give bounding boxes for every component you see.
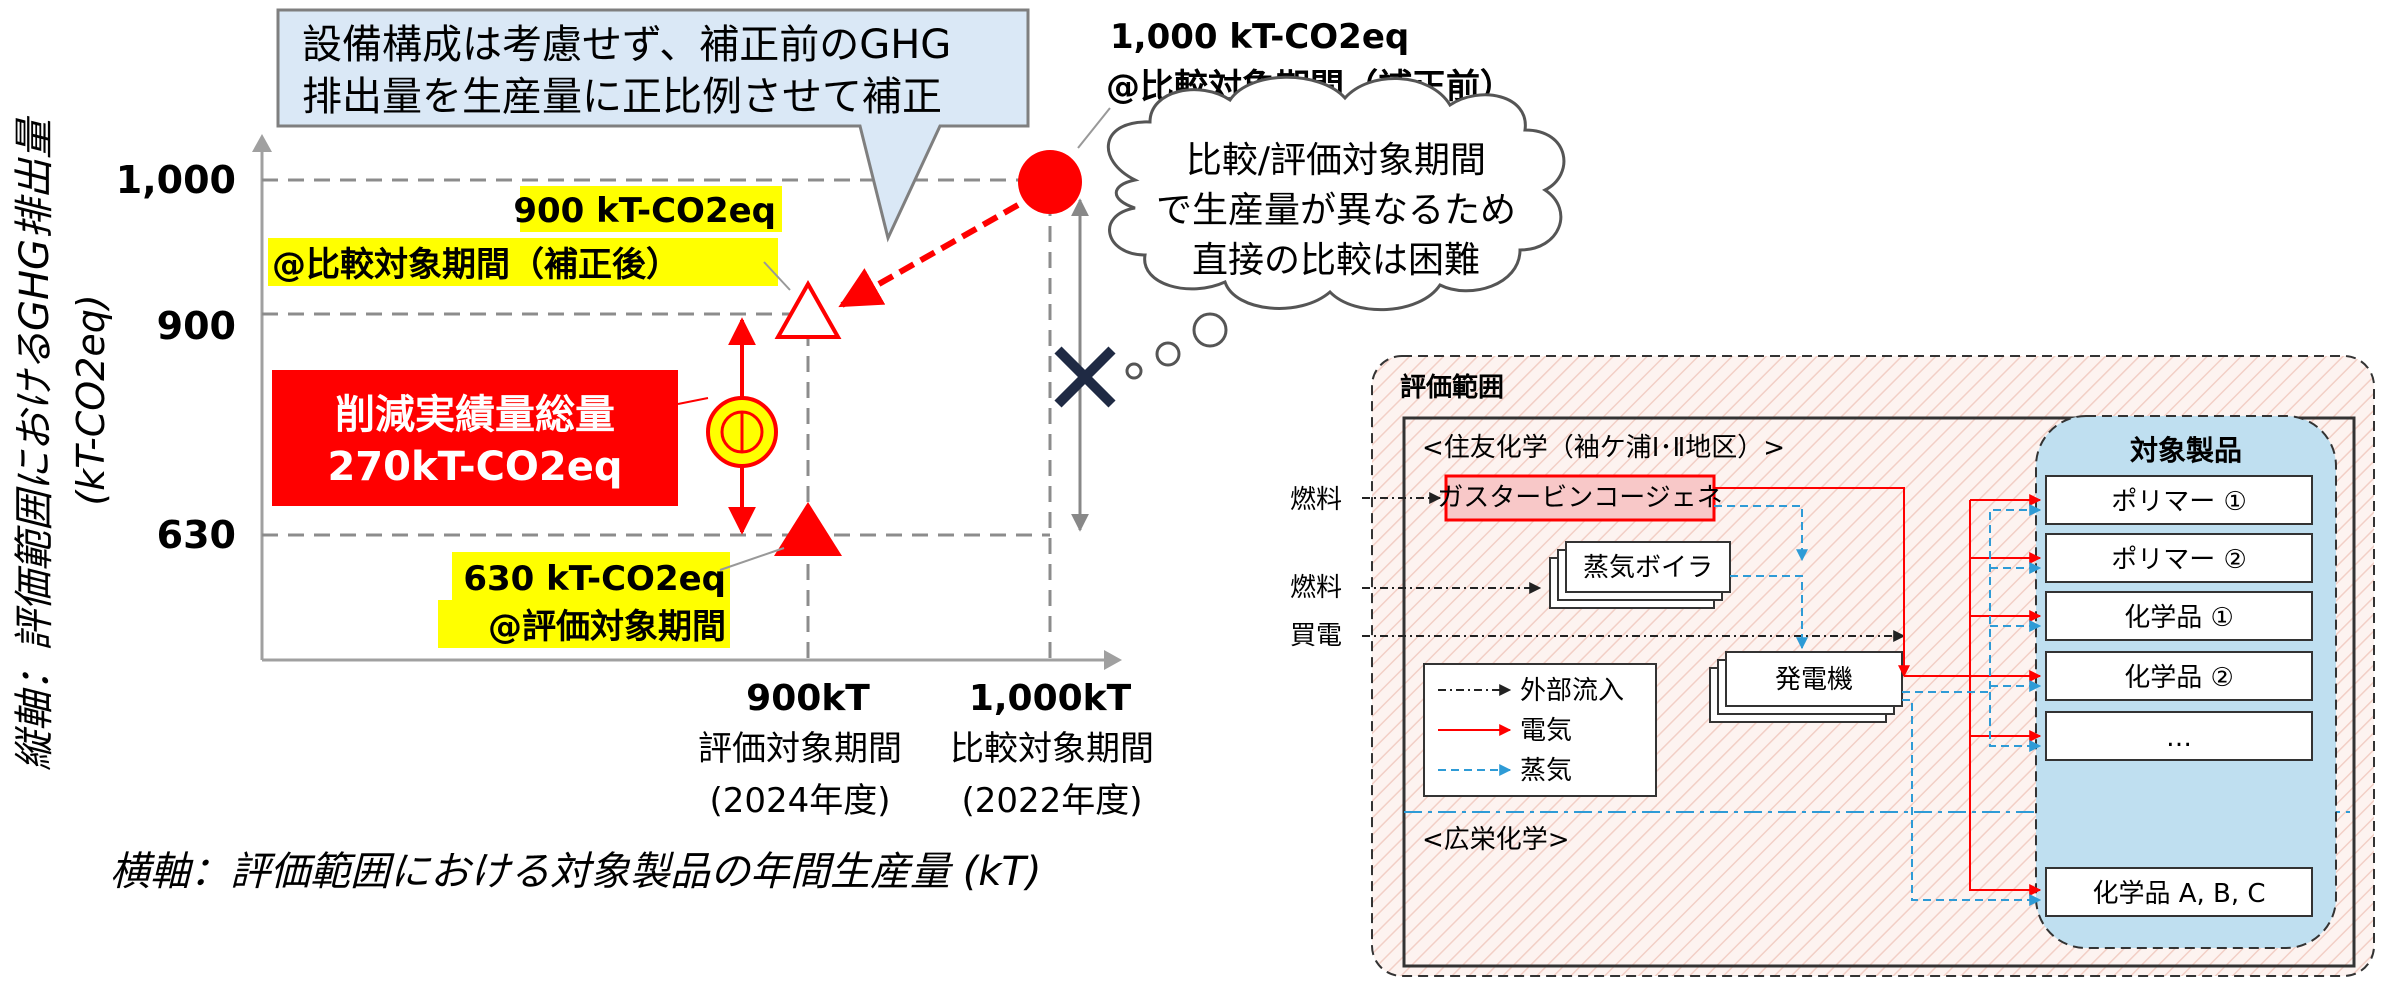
company-a-label: <住友化学（袖ケ浦Ⅰ･Ⅱ地区）> [1422,433,1785,463]
product-label: ポリマー ② [2111,545,2247,575]
product-box [2045,651,2313,701]
company-b-label: <広栄化学> [1422,825,1570,855]
fuel-1-label: 燃料 [1290,485,1342,515]
period-eval-label: 評価対象期間 [698,729,902,769]
x-mark-icon [1054,346,1116,408]
eval-period: @評価対象期間 [488,607,726,647]
reduction-symbol [706,396,778,468]
reduction-box [272,370,678,506]
scope-title: 評価範囲 [1400,372,1504,403]
comp-after-value: 900 kT-CO2eq [513,191,776,231]
eval-point [774,502,842,556]
product-label: … [2166,723,2192,753]
correction-arrow [838,202,1020,308]
comp-after-period: @比較対象期間（補正後） [272,245,680,285]
comp-after-point [774,279,842,339]
legend-steam: 蒸気 [1520,756,1572,786]
generator-box [1725,651,1903,707]
product-list: ポリマー ① ポリマー ② 化学品 ① 化学品 ② … 化学品 A, B, C [2045,475,2313,917]
product-label: 化学品 A, B, C [2092,879,2265,909]
fuel-2-label: 燃料 [1290,573,1342,603]
product-box [2045,533,2313,583]
legend-external: 外部流入 [1520,676,1624,706]
product-box [2045,475,2313,525]
product-box [2045,867,2313,917]
thought-cloud: 比較/評価対象期間 で生産量が異なるため 直接の比較は困難 [1106,75,1566,380]
x-axis-title: 横軸：評価範囲における対象製品の年間生産量 (kT) [110,849,1042,895]
period-comp-label: 比較対象期間 [950,729,1154,769]
eval-value: 630 kT-CO2eq [463,559,726,599]
callout-line1: 設備構成は考慮せず、補正前のGHG [302,22,951,68]
products-title: 対象製品 [2130,434,2242,467]
reduction-value: 270kT-CO2eq [327,444,622,490]
legend-electric: 電気 [1520,716,1572,746]
purchase-power-label: 買電 [1290,621,1342,651]
product-box [2045,711,2313,761]
y-axis-title: 縦軸：評価範囲におけるGHG排出量 [12,115,58,771]
thought-line2: で生産量が異なるため [1156,190,1516,231]
generator-label: 発電機 [1775,665,1853,695]
callout-line2: 排出量を生産量に正比例させて補正 [302,74,942,120]
company-box [1402,416,2356,968]
comp-before-value: 1,000 kT-CO2eq [1110,17,1409,57]
gas-turbine-box [1444,474,1716,522]
x-tick-900: 900kT [746,678,870,719]
comp-before-point [1018,150,1082,214]
steam-boiler-label: 蒸気ボイラ [1583,553,1713,583]
y-tick-630: 630 [157,513,236,557]
reduction-title: 削減実績量総量 [335,392,615,438]
period-comp-year: (2022年度) [961,781,1142,821]
steam-flows [1714,504,2042,906]
callout-bubble [276,8,1030,243]
period-eval-year: (2024年度) [709,781,890,821]
product-label: 化学品 ① [2124,603,2234,633]
product-label: ポリマー ① [2111,487,2247,517]
left-chart: 1,000 900 630 900kT 1,000kT 評価対象期間 (2024… [12,8,1566,895]
legend: 外部流入 電気 蒸気 [1438,676,1624,786]
thought-line3: 直接の比較は困難 [1192,240,1480,281]
y-tick-1000: 1,000 [116,158,236,202]
right-diagram: 評価範囲 <住友化学（袖ケ浦Ⅰ･Ⅱ地区）> <広栄化学> 対象製品 ポリマー ①… [1290,355,2375,977]
product-box [2045,591,2313,641]
gas-turbine-label: ガスタービンコージェネ [1437,483,1722,513]
x-tick-1000: 1,000kT [969,678,1132,719]
y-axis-unit: (kT-CO2eq) [69,294,113,505]
y-tick-900: 900 [157,304,236,348]
electric-flows [1714,487,2042,896]
thought-line1: 比較/評価対象期間 [1186,140,1486,181]
steam-boiler-box [1565,541,1731,593]
product-label: 化学品 ② [2124,663,2234,693]
